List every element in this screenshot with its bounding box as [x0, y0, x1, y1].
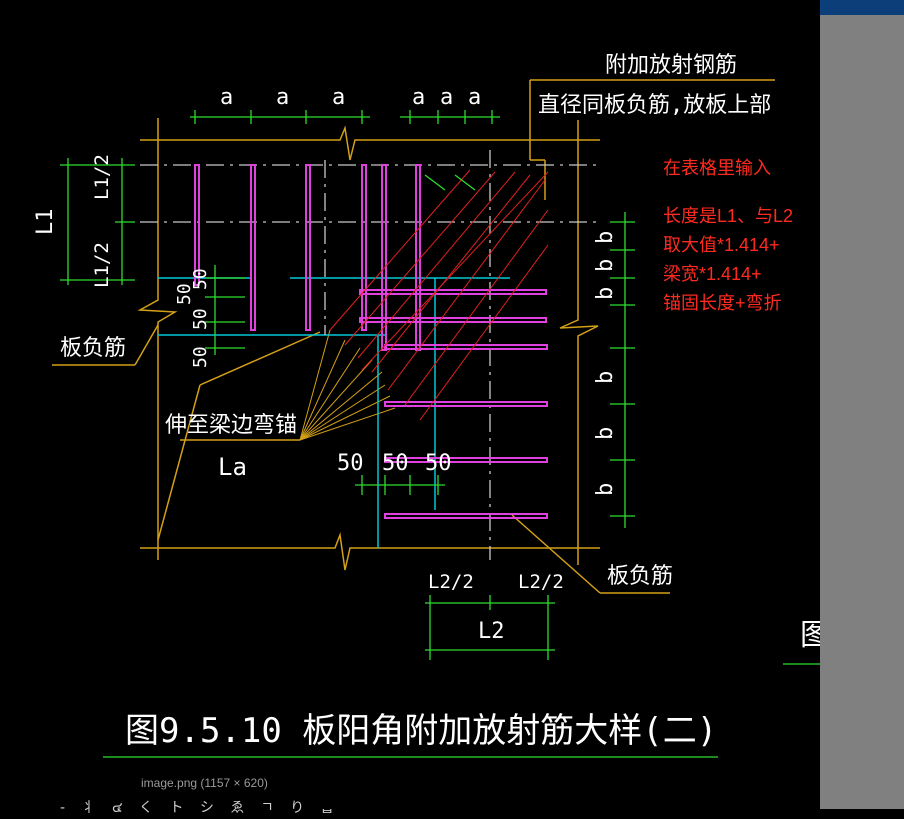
top-right-title-1: 附加放射钢筋: [605, 53, 737, 78]
dim-b-3: b: [593, 287, 618, 300]
anchor-fan: [299, 329, 396, 441]
dim-50-bottom-2: 50: [382, 451, 409, 476]
right-side-panel: [820, 0, 904, 809]
dim-50-left-4: 50: [190, 346, 211, 368]
dim-l2-half-right: L2/2: [518, 571, 564, 593]
dim-b-1: b: [593, 231, 618, 244]
note-line-5: 锚固长度+弯折: [663, 293, 782, 313]
dim-a-5: a: [440, 85, 453, 110]
top-right-title-2: 直径同板负筋,放板上部: [538, 93, 771, 118]
dim-50-bottom-1: 50: [337, 451, 364, 476]
dimension-lines: [60, 110, 820, 758]
bottom-strip-text: - 丬 ๔ く ト シ ゑ ㄱ り ᆸ: [60, 800, 340, 816]
radial-rebar: [329, 169, 549, 421]
dim-a-3: a: [332, 85, 345, 110]
dim-b-2: b: [593, 259, 618, 272]
la-label: La: [218, 453, 247, 481]
note-spacer: [663, 183, 793, 202]
dim-l1-half-bottom: L1/2: [91, 242, 113, 288]
cut-glyph: 图: [800, 618, 820, 653]
anchor-label: 伸至梁边弯锚: [165, 413, 297, 438]
note-line-2: 长度是L1、与L2: [663, 206, 794, 226]
note-line-1: 在表格里输入: [663, 158, 771, 178]
dim-a-1: a: [220, 85, 233, 110]
dim-50-left-1: 50: [190, 268, 211, 290]
side-panel-header: [820, 0, 904, 15]
dim-50-left-3: 50: [174, 283, 195, 305]
red-annotation-note: 在表格里输入 长度是L1、与L2 取大值*1.414+ 梁宽*1.414+ 锚固…: [663, 154, 793, 318]
dim-l2-half-left: L2/2: [428, 571, 474, 593]
dim-l2: L2: [478, 619, 505, 644]
grid-lines: [140, 150, 600, 560]
dim-b-6: b: [593, 483, 618, 496]
image-caption: image.png (1157 × 620): [141, 776, 268, 790]
magenta-rebar: [194, 164, 548, 519]
dim-a-4: a: [412, 85, 425, 110]
dim-a-2: a: [276, 85, 289, 110]
note-line-4: 梁宽*1.414+: [663, 264, 762, 284]
dim-l1: L1: [33, 209, 58, 236]
beam-outlines: [52, 79, 775, 594]
dim-b-5: b: [593, 427, 618, 440]
dim-50-left-2: 50: [190, 308, 211, 330]
left-rebar-label: 板负筋: [60, 336, 126, 361]
cad-drawing-canvas: 附加放射钢筋 直径同板负筋,放板上部 a a a a a a L1 L1/2 L…: [33, 53, 820, 758]
bottom-right-rebar-label: 板负筋: [607, 564, 673, 589]
drawing-text: 附加放射钢筋 直径同板负筋,放板上部 a a a a a a L1 L1/2 L…: [33, 53, 820, 751]
note-line-3: 取大值*1.414+: [663, 235, 780, 255]
dim-b-4: b: [593, 371, 618, 384]
dim-l1-half-top: L1/2: [91, 154, 113, 200]
dim-50-bottom-3: 50: [425, 451, 452, 476]
figure-title: 图9.5.10 板阳角附加放射筋大样(二): [125, 711, 717, 751]
dim-a-6: a: [468, 85, 481, 110]
